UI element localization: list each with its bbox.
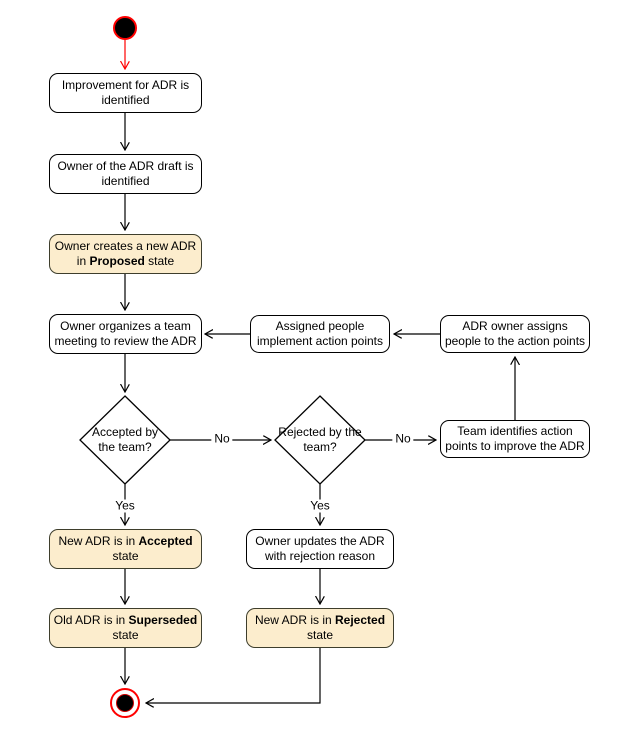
state-label: New ADR is in Accepted state xyxy=(58,534,193,563)
action-label: Owner of the ADR draft is identified xyxy=(57,159,194,188)
decision-rejected-diamond xyxy=(274,395,366,485)
state-label: New ADR is in Rejected state xyxy=(254,613,386,642)
action-owner-assigns-people: ADR owner assigns people to the action p… xyxy=(440,315,590,353)
action-label: Improvement for ADR is identified xyxy=(61,78,190,107)
state-label: Old ADR is in Superseded state xyxy=(53,613,198,642)
action-label: ADR owner assigns people to the action p… xyxy=(444,319,586,348)
edge-label-rejected-yes: Yes xyxy=(307,499,333,513)
state-new-adr-rejected: New ADR is in Rejected state xyxy=(246,608,394,648)
action-team-identifies-actions: Team identifies action points to improve… xyxy=(440,420,590,458)
action-label: Team identifies action points to improve… xyxy=(445,424,585,453)
final-node-core xyxy=(116,694,134,712)
action-label: Owner updates the ADR with rejection rea… xyxy=(255,534,385,563)
decision-accepted-diamond xyxy=(79,395,171,485)
state-old-adr-superseded: Old ADR is in Superseded state xyxy=(49,608,202,648)
action-owner-updates-rejection: Owner updates the ADR with rejection rea… xyxy=(246,529,394,569)
state-new-adr-accepted: New ADR is in Accepted state xyxy=(49,529,202,569)
state-create-proposed: Owner creates a new ADR in Proposed stat… xyxy=(49,234,202,274)
state-label: Owner creates a new ADR in Proposed stat… xyxy=(54,239,197,268)
action-organize-meeting: Owner organizes a team meeting to review… xyxy=(49,314,202,354)
edge-label-rejected-no: No xyxy=(392,432,414,446)
edge-label-accepted-no: No xyxy=(211,432,233,446)
action-improvement-identified: Improvement for ADR is identified xyxy=(49,73,202,113)
action-label: Assigned people implement action points xyxy=(256,319,384,348)
initial-node xyxy=(113,16,137,40)
action-label: Owner organizes a team meeting to review… xyxy=(54,319,197,348)
edge-label-accepted-yes: Yes xyxy=(112,499,138,513)
action-owner-draft-identified: Owner of the ADR draft is identified xyxy=(49,154,202,194)
final-node xyxy=(110,688,140,718)
edge-rejected-to-end xyxy=(146,648,321,703)
action-assigned-implement: Assigned people implement action points xyxy=(250,315,390,353)
